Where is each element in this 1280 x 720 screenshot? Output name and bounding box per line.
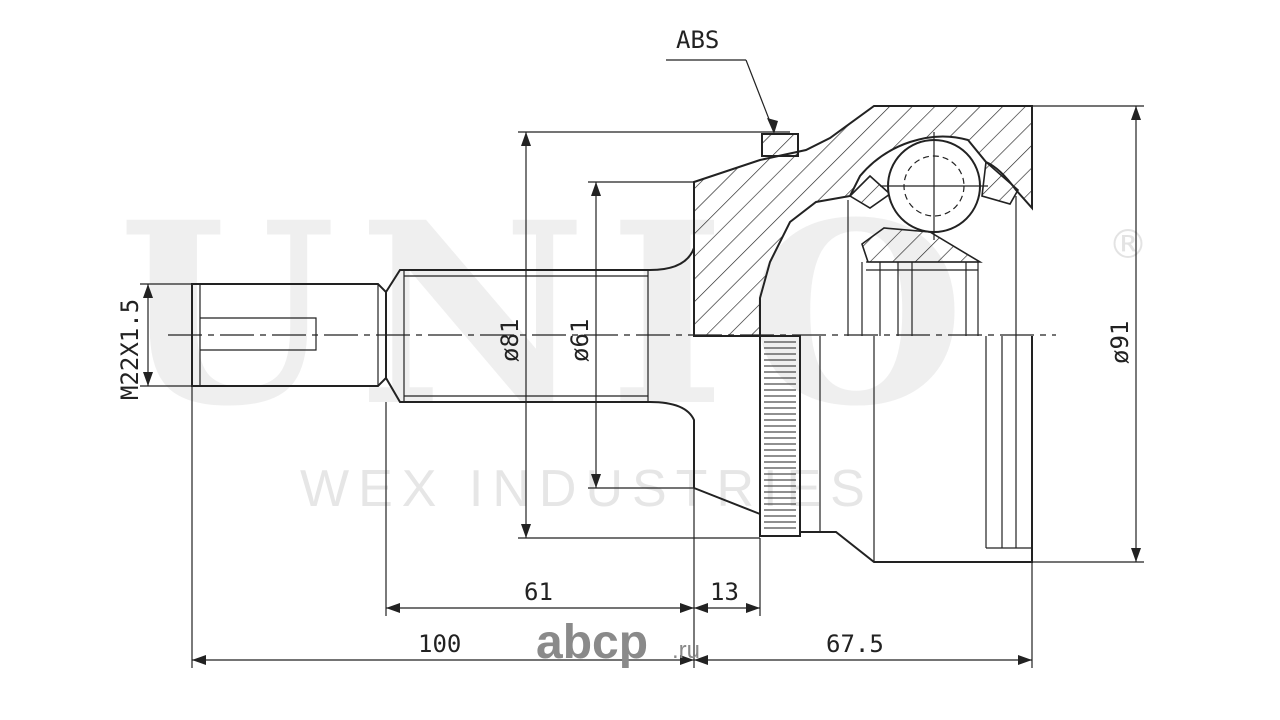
len-100-label: 100 — [418, 630, 461, 658]
dia-81-label: ø81 — [496, 319, 524, 362]
abcp-logo-name: abcp — [536, 616, 648, 669]
abs-label: ABS — [676, 26, 719, 54]
dim-diameter-91: ø91 — [1032, 105, 1144, 563]
dim-diameter-81: ø81 — [496, 131, 790, 539]
watermark-brand: UNIO — [118, 167, 987, 461]
dim-thread: M22X1.5 — [116, 283, 192, 400]
thread-label: M22X1.5 — [116, 299, 144, 400]
dia-61-label: ø61 — [566, 319, 594, 362]
dia-91-label: ø91 — [1106, 321, 1134, 364]
len-67-5-label: 67.5 — [826, 630, 884, 658]
outer-housing-section — [693, 105, 1033, 337]
len-13-label: 13 — [710, 578, 739, 606]
abs-callout: ABS — [666, 26, 778, 134]
watermark: UNIO ® WEX INDUSTRIES — [118, 167, 1148, 518]
watermark-company: WEX INDUSTRIES — [300, 460, 874, 518]
abs-ring-section — [761, 133, 799, 157]
dim-length-61-13: 61 13 — [386, 578, 760, 613]
dim-length-100-67-5: 100 67.5 — [192, 630, 1032, 665]
dim-diameter-61: ø61 — [566, 181, 694, 489]
abcp-logo: abcp .ru — [536, 616, 700, 669]
watermark-registered-mark: ® — [1108, 222, 1148, 268]
abs-tone-ring — [759, 335, 801, 537]
outer-housing-exterior — [693, 336, 1033, 563]
abcp-logo-domain: .ru — [672, 637, 700, 664]
len-61-label: 61 — [524, 578, 553, 606]
extension-lines — [191, 386, 1033, 668]
